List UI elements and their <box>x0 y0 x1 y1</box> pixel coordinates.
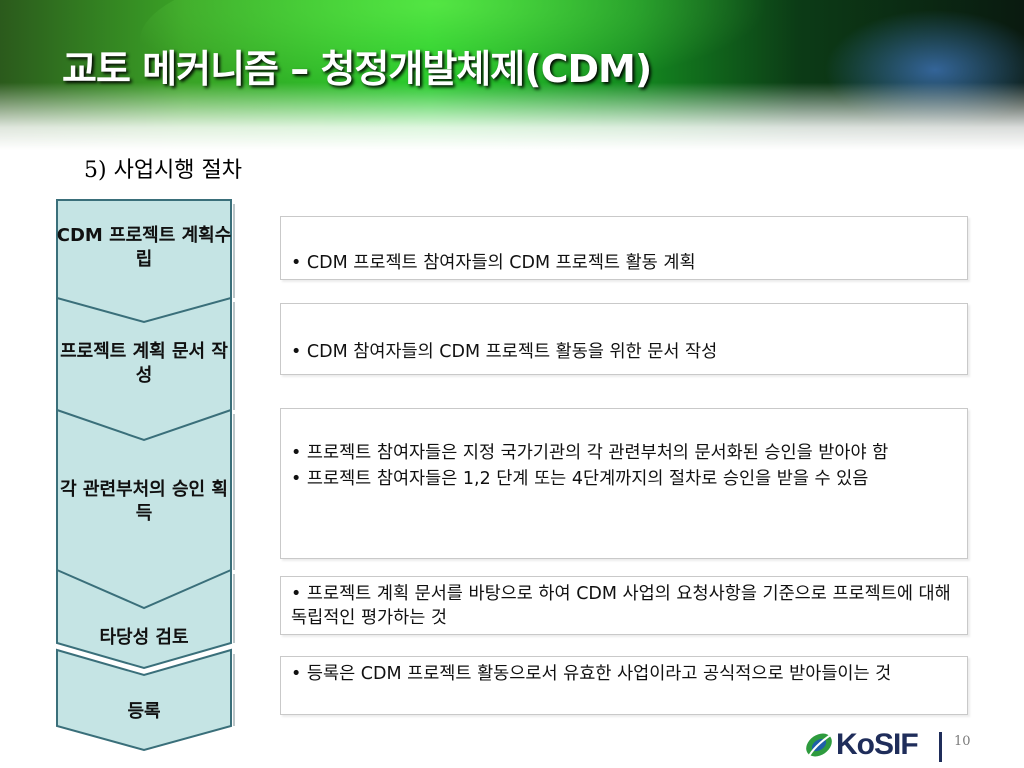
step-shape-5 <box>56 648 232 752</box>
header-banner <box>0 0 1024 150</box>
description-box-2: • CDM 참여자들의 CDM 프로젝트 활동을 위한 문서 작성 <box>280 303 968 375</box>
description-3-line-2: • 프로젝트 참여자들은 1,2 단계 또는 4단계까지의 절차로 승인을 받을… <box>291 469 869 489</box>
description-box-3: • 프로젝트 참여자들은 지정 국가기관의 각 관련부처의 문서화된 승인을 받… <box>280 408 968 559</box>
step-shape-1 <box>56 199 232 324</box>
section-subtitle: 5) 사업시행 절차 <box>84 158 243 183</box>
banner-background <box>0 0 1024 150</box>
step-5-label: 등록 <box>127 701 161 722</box>
page-number: 10 <box>954 734 971 749</box>
description-4-line-1: • 프로젝트 계획 문서를 바탕으로 하여 CDM 사업의 요청사항을 기준으로… <box>291 584 951 628</box>
description-1-line-1: • CDM 프로젝트 참여자들의 CDM 프로젝트 활동 계획 <box>291 253 696 273</box>
kosif-logo: KoSIF <box>802 728 942 762</box>
logo-text: KoSIF <box>836 728 919 761</box>
step-2-label: 프로젝트 계획 문서 작성 <box>60 341 228 386</box>
leaf-icon <box>806 733 833 759</box>
process-steps: CDM 프로젝트 계획수립 프로젝트 계획 문서 작성 각 관련부처의 승인 획… <box>55 198 240 758</box>
description-box-5: • 등록은 CDM 프로젝트 활동으로서 유효한 사업이라고 공식적으로 받아들… <box>280 656 968 715</box>
description-box-1: • CDM 프로젝트 참여자들의 CDM 프로젝트 활동 계획 <box>280 216 968 280</box>
logo-divider <box>939 732 942 762</box>
description-2-line-1: • CDM 참여자들의 CDM 프로젝트 활동을 위한 문서 작성 <box>291 342 718 362</box>
step-3-label: 각 관련부처의 승인 획득 <box>60 479 228 524</box>
description-5-line-1: • 등록은 CDM 프로젝트 활동으로서 유효한 사업이라고 공식적으로 받아들… <box>291 664 892 684</box>
process-chevron-graphic <box>56 199 235 752</box>
step-1-label: CDM 프로젝트 계획수립 <box>56 225 232 270</box>
slide-title: 교토 메커니즘 – 청정개발체제(CDM) <box>62 47 652 91</box>
step-4-label: 타당성 검토 <box>99 627 189 648</box>
description-3-line-1: • 프로젝트 참여자들은 지정 국가기관의 각 관련부처의 문서화된 승인을 받… <box>291 443 889 463</box>
description-box-4: • 프로젝트 계획 문서를 바탕으로 하여 CDM 사업의 요청사항을 기준으로… <box>280 576 968 635</box>
